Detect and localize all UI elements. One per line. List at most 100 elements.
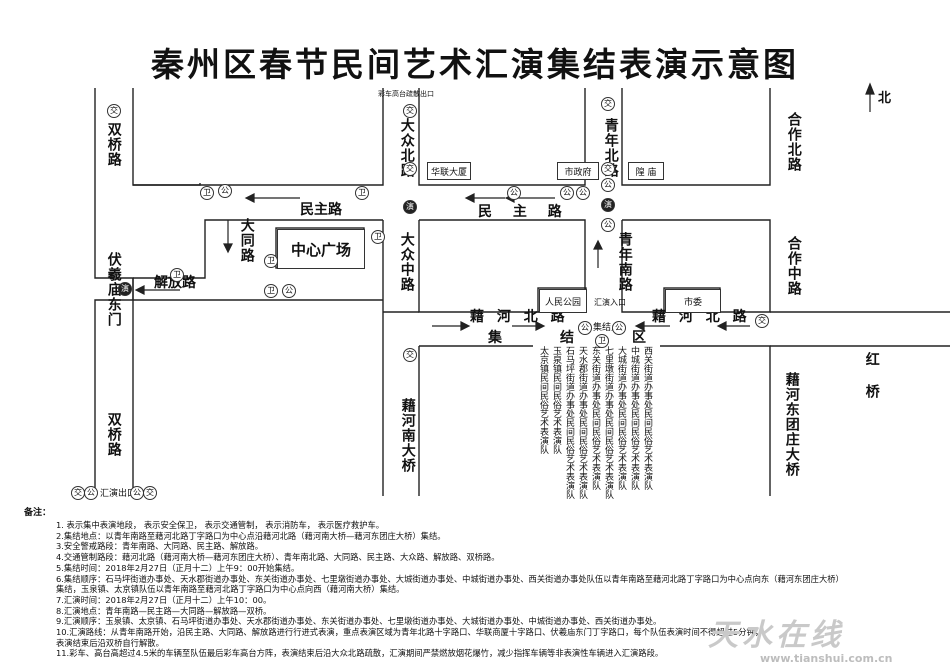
note-line: 3.安全警戒路段：青年南路、大同路、民主路、解放路。 [56,541,264,552]
road-edge [621,88,771,186]
road-jihe-east-bridge: 藉河东团庄大桥 [783,372,800,477]
security-marker: 卫 [355,186,369,200]
troupe-taijing: 太京镇民间民俗艺术表演队 [538,346,548,454]
performance-zone-marker: 演 [118,282,132,296]
road-shuangqiao-north: 双桥路 [105,122,122,167]
note-line: 7.汇演时间：2018年2月27日（正月十二）上午10：00。 [56,594,272,605]
troupe-list: 西关街道办事处民间民俗艺术表演队 中城街道办事处民间民俗艺术表演队 大城街道办事… [536,346,653,504]
traffic-control-marker: 交 [601,97,615,111]
flow-arrow-head [716,321,727,331]
police-marker: 公 [282,284,296,298]
traffic-control-marker: 交 [601,162,615,176]
road-edge [133,88,384,186]
road-edge [133,219,383,279]
flow-arrow-head [460,321,471,331]
troupe-dongguan: 东关街道办事处民间民俗艺术表演队 [590,346,600,490]
road-jiefang: 解放路 [154,275,196,291]
temple: 隍 庙 [628,162,664,180]
flow-arrow-head [464,193,475,203]
note-line: 集结，玉泉镇、太京镇队伍以青年南路至藉河北路丁字路口为中心点向西（藉河南大桥）集… [56,584,405,595]
security-marker: 卫 [371,230,385,244]
road-minzhu-west: 民主路 [300,202,342,218]
road-edge [660,345,771,496]
road-hezuo-middle: 合作中路 [785,236,802,296]
performance-zone-marker: 演 [403,200,417,214]
troupe-shimaping: 石马坪街道办事处民间民俗艺术表演队 [564,346,574,499]
note-line: 9.汇演顺序：玉泉镇、太京镇、石马坪街道办事处、天水郡街道办事处、东关街道办事处… [56,616,662,627]
police-marker: 公 [601,178,615,192]
flow-arrow-head [244,193,255,203]
flow-arrow-head [134,285,145,295]
road-shuangqiao-south: 双桥路 [105,412,122,457]
road-edge [132,88,201,186]
performance-entrance: 汇演入口 [594,298,626,307]
float-evacuation-exit: 彩车高台疏散出口 [378,90,434,98]
police-marker: 公 [576,186,590,200]
note-line: 4.交通管制路段：藉河北路（藉河南大桥—藉河东团庄大桥）、青年南北路、大同路、民… [56,552,500,563]
road-qingnian-south: 青年南路 [616,232,633,292]
performance-exit: 汇演出口 [100,489,137,499]
note-line: 5.集结时间：2018年2月27日（正月十二）上午9：00开始集结。 [56,562,300,573]
city-committee: 市委 [665,289,721,313]
security-marker: 卫 [200,186,214,200]
north-arrow-head [865,82,875,95]
traffic-control-marker: 交 [107,104,121,118]
troupe-yuquan: 玉泉镇民间民俗艺术表演队 [551,346,561,454]
troupe-xiguan: 西关街道办事处民间民俗艺术表演队 [642,346,652,490]
police-marker: 公 [601,218,615,232]
note-line: 11.彩车、高台高超过4.5米的车辆至队伍最后彩车高台方阵，表演结束后沿大众北路… [56,648,664,659]
police-marker: 公 [560,186,574,200]
road-dazhong-middle: 大众中路 [398,232,415,292]
road-datong: 大同路 [238,218,255,263]
security-marker: 卫 [170,268,184,282]
note-line: 6.集结顺序：石马坪街道办事处、天水郡街道办事处、东关街道办事处、七里墩街道办事… [56,573,844,584]
note-line: 2.集结地点：以青年南路至藉河北路丁字路口为中心点沿藉河北路（藉河南大桥—藉河东… [56,530,446,541]
north-label: 北 [878,91,892,106]
note-line: 8.汇演地点：青年南路—民主路—大同路—解放路—双桥。 [56,605,272,616]
security-marker: 卫 [264,254,278,268]
road-fuximiao-east-gate: 伏羲庙东门 [105,252,122,327]
assembly-point-label: 集结点 [593,323,621,333]
traffic-control-marker: 交 [71,486,85,500]
note-line: 表演结束后沿双桥自行解散。 [56,637,164,648]
troupe-tianshuijun: 天水郡街道办事处民间民俗艺术表演队 [577,346,587,499]
troupe-qilidun: 七里墩街道办事处民间民俗艺术表演队 [603,346,613,499]
police-marker: 公 [612,321,626,335]
flow-arrow-head [535,321,546,331]
flow-arrow-head [634,321,645,331]
police-marker: 公 [84,486,98,500]
traffic-control-marker: 交 [143,486,157,500]
central-square-label: 中心广场 [277,229,365,269]
traffic-control-marker: 交 [403,104,417,118]
city-government: 市政府 [557,162,599,180]
watermark: 天水在线 [708,618,844,653]
troupe-zhongcheng: 中城街道办事处民间民俗艺术表演队 [629,346,639,490]
road-hezuo-north: 合作北路 [785,112,802,172]
notes-panel: 备注： 1. 表示集中表演地段， 表示安全保卫， 表示交通管制， 表示消防车， … [24,508,936,659]
troupe-dacheng: 大城街道办事处民间民俗艺术表演队 [616,346,626,490]
performance-zone-marker: 演 [601,198,615,212]
security-marker: 卫 [264,284,278,298]
traffic-control-marker: 交 [403,348,417,362]
flow-arrow-head [593,239,603,250]
hualian-building: 华联大厦 [427,162,471,180]
note-line: 1. 表示集中表演地段， 表示安全保卫， 表示交通管制， 表示消防车， 表示医疗… [56,520,385,530]
watermark-url: www.tianshui.com.cn [760,652,893,665]
traffic-control-marker: 交 [755,314,769,328]
map-title: 秦州区春节民间艺术汇演集结表演示意图 [151,45,799,84]
road-edge [418,88,586,186]
police-marker: 公 [130,486,144,500]
police-marker: 公 [218,184,232,198]
road-jihe-north-east: 藉 河 北 路 [652,309,751,325]
road-minzhu-east: 民 主 路 [478,204,570,220]
note-line: 10.汇演路线：从青年南路开始，沿民主路、大同路、解放路进行行进式表演，重点表演… [56,627,764,638]
peoples-park: 人民公园 [539,289,587,313]
road-jihe-north-west: 藉 河 北 路 [470,309,569,325]
police-marker: 公 [507,186,521,200]
security-marker: 卫 [595,334,609,348]
flow-arrow-head [223,243,233,254]
road-hongqiao: 红 桥 [863,352,880,399]
traffic-control-marker: 交 [403,162,417,176]
road-jihe-south-bridge: 藉河南大桥 [399,398,416,473]
notes-heading: 备注： [24,508,52,518]
